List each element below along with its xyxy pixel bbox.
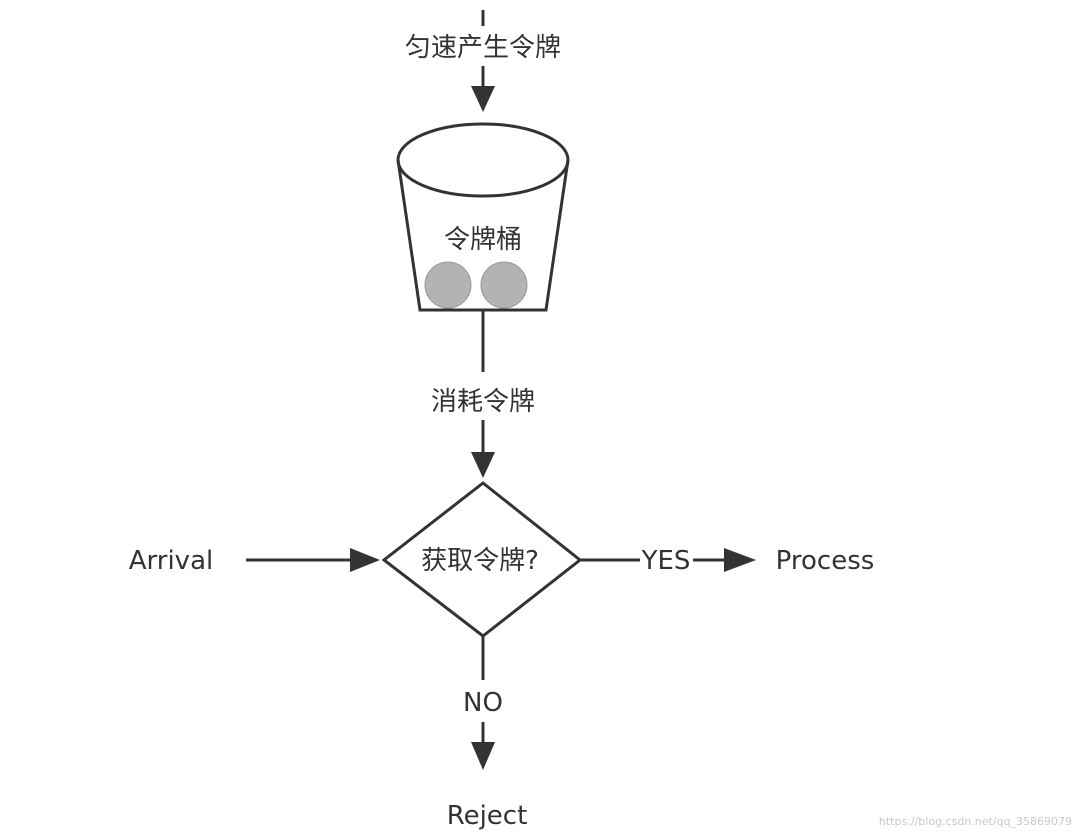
watermark: https://blog.csdn.net/qq_35869079 bbox=[879, 815, 1072, 828]
token-bucket: 令牌桶 bbox=[396, 122, 570, 312]
process-label: Process bbox=[776, 546, 875, 576]
no-arrow-head bbox=[471, 742, 495, 770]
consume-arrow-head bbox=[471, 452, 495, 478]
yes-label: YES bbox=[641, 546, 691, 576]
token-group bbox=[424, 261, 528, 309]
token-2 bbox=[480, 261, 528, 309]
bucket-rim bbox=[396, 122, 570, 198]
token-1 bbox=[424, 261, 472, 309]
reject-label: Reject bbox=[447, 801, 528, 831]
incoming-arrow-head bbox=[471, 86, 495, 112]
bucket-label: 令牌桶 bbox=[444, 225, 522, 255]
top-label: 匀速产生令牌 bbox=[405, 33, 561, 63]
no-label: NO bbox=[463, 688, 503, 718]
consume-label: 消耗令牌 bbox=[431, 387, 535, 417]
arrival-arrow-head bbox=[350, 548, 380, 572]
yes-arrow-head bbox=[724, 548, 756, 572]
decision-label: 获取令牌? bbox=[421, 546, 539, 576]
arrival-label: Arrival bbox=[129, 546, 213, 576]
